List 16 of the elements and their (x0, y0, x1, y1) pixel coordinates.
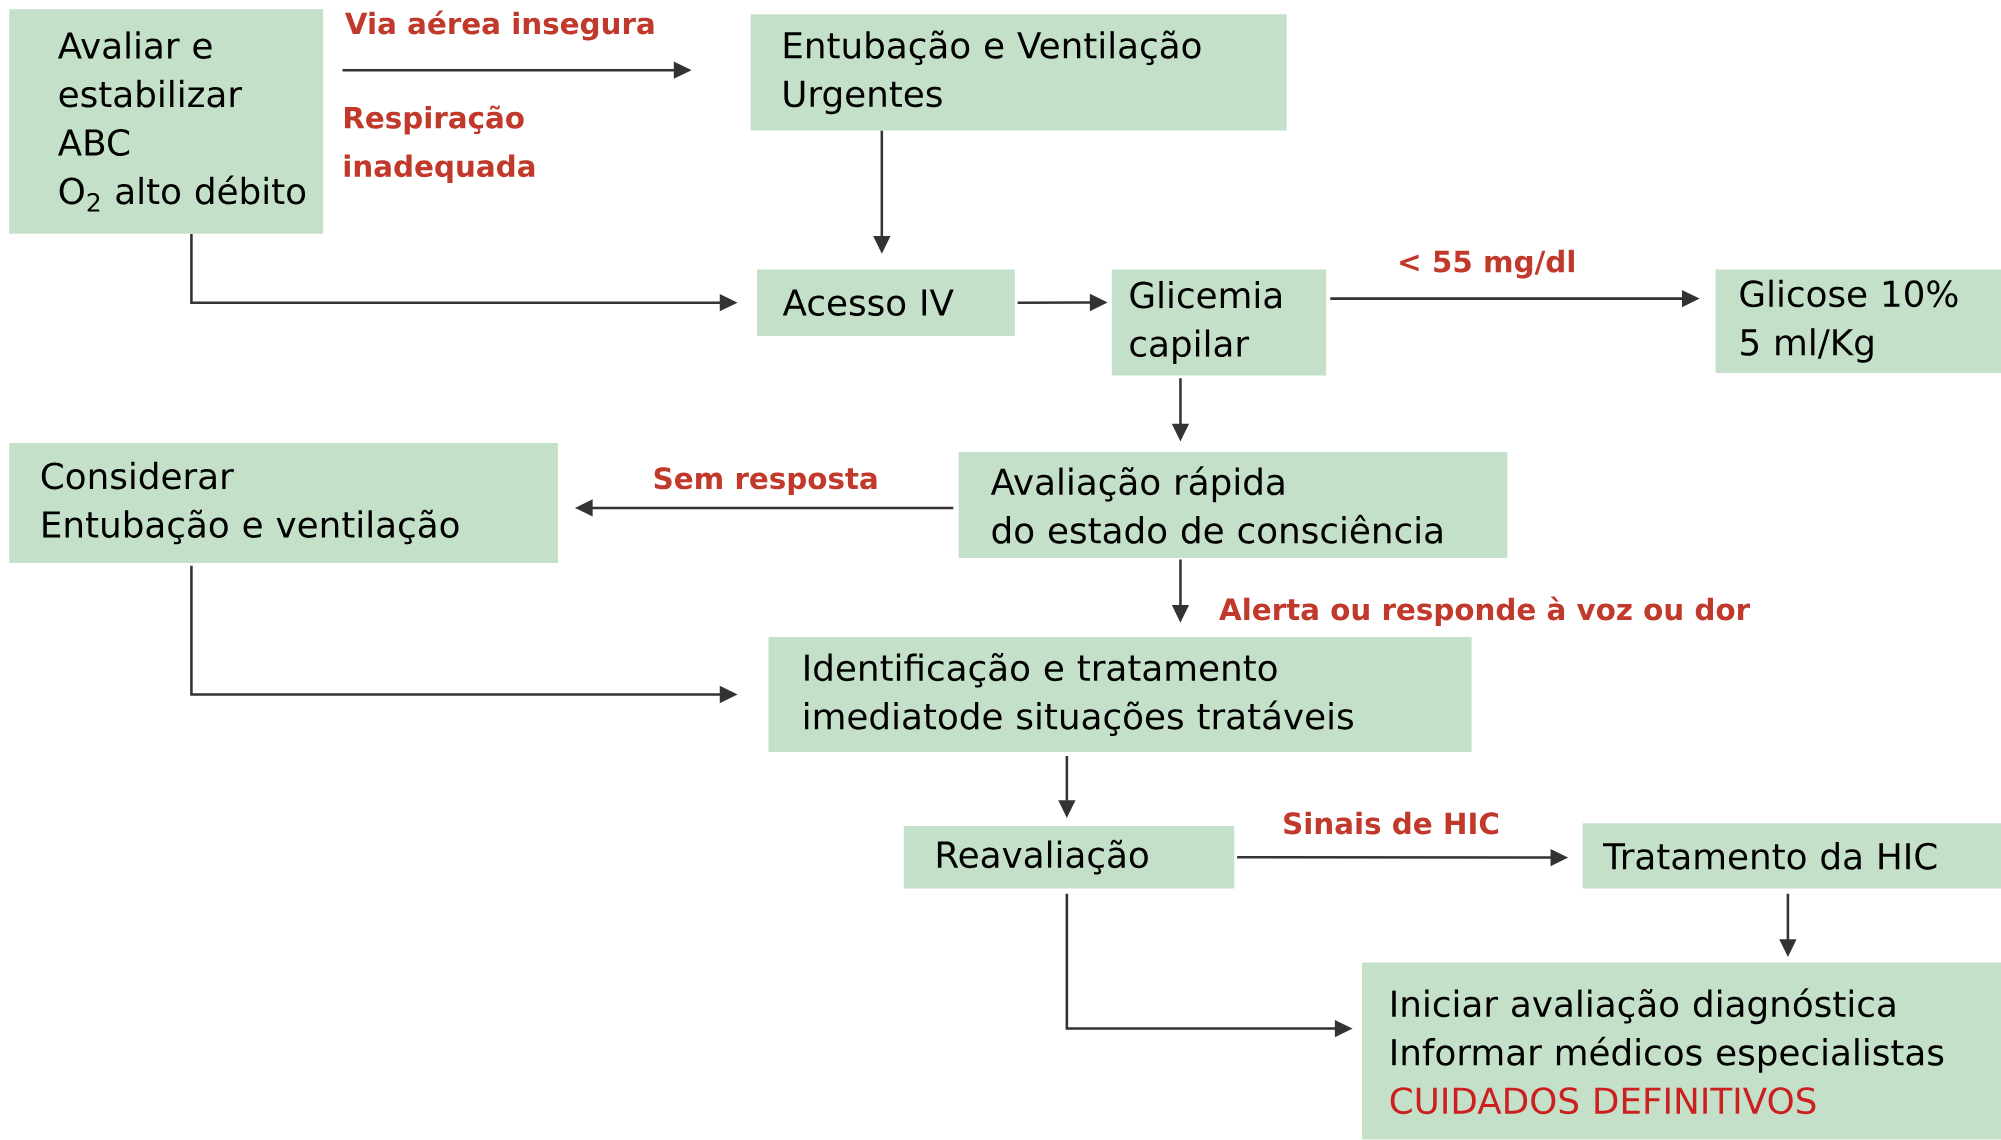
edge-label: Alerta ou responde à voz ou dor (1219, 596, 1750, 627)
process-box: Reavaliação (903, 826, 1235, 889)
edge-label: Via aérea insegura (344, 10, 654, 41)
process-box: Tratamento da HIC (1582, 823, 2001, 889)
process-box: Avaliação rápida do estado de consciência (958, 452, 1508, 559)
process-box: Acesso IV (757, 269, 1015, 337)
process-box: Iniciar avaliação diagnóstica Informar médicos especialistas CUIDADOS DEFINITIVOS (1361, 962, 2001, 1140)
edge-label: Sem resposta (654, 467, 877, 496)
process-box: Entubação e Ventilação Urgentes (750, 14, 1287, 131)
process-box: Avaliar e estabilizar ABC O$_{2}$ alto débito (9, 9, 324, 234)
edge-label: < 55 mg/dl (1400, 250, 1574, 279)
process-box: Identificação e tratamento imediatode situações tratáveis (768, 637, 1472, 753)
process-box: Glicose 10% 5 ml/Kg (1715, 269, 2001, 374)
edge-label: Sinais de HIC (1284, 811, 1499, 835)
process-box: Glicemia capilar (1111, 269, 1327, 376)
process-box: Considerar Entubação e ventilação (9, 443, 558, 564)
